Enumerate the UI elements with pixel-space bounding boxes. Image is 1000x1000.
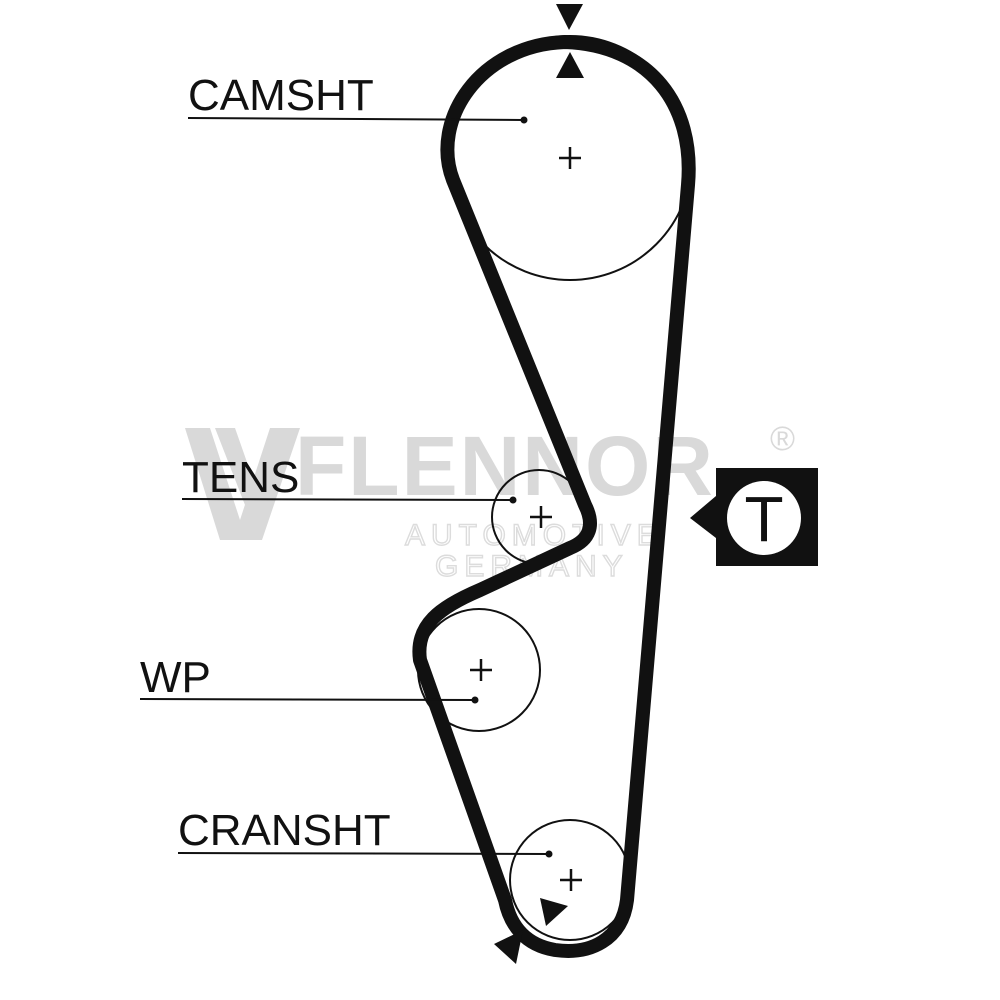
- water-pump-center-plus-icon: [470, 659, 492, 681]
- tensioner-leader-line: [181, 498, 513, 501]
- water-pump-leader-line: [139, 698, 475, 701]
- crankshaft-leader-dot: [545, 850, 553, 858]
- tensioner-leader-dot: [509, 496, 517, 504]
- tension-badge-icon: T: [690, 468, 818, 566]
- tensioner-label: TENS: [182, 453, 299, 502]
- crankshaft-label: CRANSHT: [178, 806, 391, 855]
- camshaft-timing-mark-bottom-triangle-icon: [556, 52, 584, 78]
- watermark: FLENNOR ® AUTOMOTIVE GERMANY: [185, 419, 795, 584]
- watermark-registered-mark: ®: [770, 420, 795, 458]
- tension-badge-letter: T: [744, 483, 783, 555]
- watermark-line-1: AUTOMOTIVE: [405, 519, 663, 552]
- camshaft-center-plus-icon: [559, 147, 581, 169]
- water-pump-label: WP: [140, 653, 211, 702]
- camshaft-leader-dot: [520, 116, 528, 124]
- tensioner-center-plus-icon: [530, 506, 552, 528]
- water-pump-leader-dot: [471, 696, 479, 704]
- watermark-logo-icon: [185, 428, 300, 540]
- camshaft-label: CAMSHT: [188, 71, 374, 120]
- crankshaft-center-plus-icon: [560, 869, 582, 891]
- camshaft-timing-mark-top-triangle-icon: [556, 4, 583, 30]
- watermark-brand: FLENNOR: [295, 419, 715, 513]
- crankshaft-leader-line: [177, 852, 549, 855]
- timing-belt: [412, 35, 696, 958]
- camshaft-leader-line: [187, 117, 524, 121]
- crankshaft-timing-mark-outer-triangle-icon: [494, 930, 523, 964]
- crankshaft-timing-mark-inner-triangle-icon: [540, 898, 568, 926]
